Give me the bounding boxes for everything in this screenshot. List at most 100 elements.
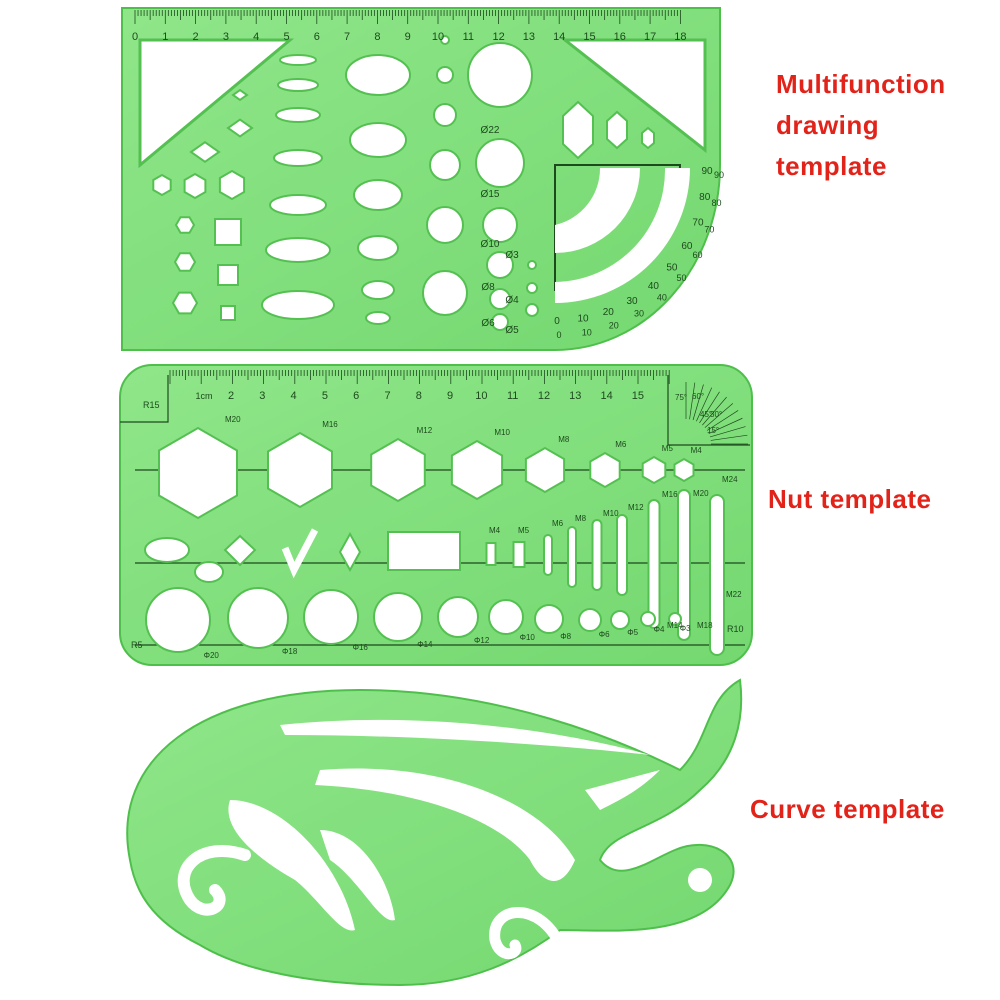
- protractor-label: 20: [609, 320, 619, 330]
- circle-size-label: Ø22: [481, 125, 500, 136]
- ruler-number: 13: [523, 31, 535, 43]
- ruler-number: 10: [475, 390, 487, 402]
- slot-size-label: M8: [575, 514, 587, 523]
- angle-label: 75°: [675, 393, 687, 402]
- curve-template: [126, 678, 743, 987]
- ruler-number: 11: [507, 390, 518, 402]
- hex-size-label: M12: [417, 426, 433, 435]
- protractor-label: 70: [704, 225, 714, 235]
- oval-cutout: [277, 78, 319, 92]
- slot-size-label: M24: [722, 475, 738, 484]
- oval-cutout: [261, 290, 335, 320]
- circle-cutout: [534, 604, 564, 634]
- ruler-number: 14: [553, 31, 565, 43]
- circle-cutout: [475, 138, 525, 188]
- slot-size-label: M18: [697, 621, 713, 630]
- diamond-cutout: [223, 534, 257, 567]
- caption-line: drawing: [776, 110, 880, 140]
- slot-cutout: [677, 489, 691, 641]
- curve-slot-top: [280, 719, 650, 755]
- hex-nut-cutout: [589, 451, 621, 489]
- hexagon-cutout: [173, 252, 197, 272]
- hex-size-label: M4: [691, 446, 703, 455]
- rectangle-cutout: [387, 531, 461, 571]
- angle-tick: [708, 417, 743, 434]
- square-cutout: [220, 305, 236, 321]
- ruler-number: 7: [384, 390, 390, 402]
- ruler-number: 1: [162, 31, 168, 43]
- hex-nut-cutout: [158, 426, 238, 520]
- protractor-label: 30: [634, 309, 644, 319]
- ruler-number: 6: [353, 390, 359, 402]
- ruler-number: 3: [223, 31, 229, 43]
- caption-line: Multifunction: [776, 69, 946, 99]
- oval-cutout: [279, 54, 317, 66]
- diamond-cutout: [338, 531, 362, 573]
- protractor-label: 40: [657, 293, 667, 303]
- checkmark-cutout: [281, 528, 319, 579]
- circle-cutout: [429, 149, 461, 181]
- circle-size-label: Ø8: [481, 282, 495, 293]
- curve-template-body: [126, 678, 743, 987]
- slot-cutout: [591, 519, 603, 591]
- protractor-label: 60: [681, 241, 693, 252]
- angle-label: 45°: [700, 410, 712, 419]
- circle-cutout: [426, 206, 464, 244]
- circle-cutout: [440, 35, 450, 45]
- angle-tick: [699, 391, 720, 424]
- ruler-number: 2: [193, 31, 199, 43]
- hex-size-label: M8: [558, 435, 570, 444]
- ruler-number: 6: [314, 31, 320, 43]
- circle-size-label: Φ10: [520, 633, 536, 642]
- ruler-number: 14: [600, 390, 612, 402]
- protractor-label: 60: [693, 250, 703, 260]
- circle-cutout: [373, 592, 423, 642]
- angle-tick: [704, 403, 734, 428]
- slot-cutout: [512, 541, 526, 568]
- angle-tick: [710, 434, 748, 441]
- circle-size-label: Ø4: [505, 295, 519, 306]
- ruler-number: 3: [259, 390, 265, 402]
- angle-tick: [696, 387, 713, 422]
- curve-spiral-hole: [688, 868, 712, 892]
- circle-cutout: [145, 587, 211, 653]
- circle-size-label: Ø10: [481, 239, 500, 250]
- circle-cutout: [437, 596, 479, 638]
- angle-label: 30°: [710, 410, 722, 419]
- hex-nut-cutout: [524, 446, 566, 494]
- circle-size-label: Φ12: [474, 636, 490, 645]
- protractor-label: 30: [626, 296, 638, 307]
- multifunction-template-body: [121, 7, 721, 351]
- circle-cutout: [491, 313, 509, 331]
- ruler-number: 4: [291, 390, 297, 402]
- angle-tick: [702, 396, 727, 426]
- circle-cutout: [527, 260, 537, 270]
- circle-size-label: Φ16: [353, 643, 369, 652]
- caption-multifunction: Multifunction drawing template: [776, 64, 946, 187]
- protractor-label: 10: [582, 328, 592, 338]
- hex-size-label: M5: [662, 444, 674, 453]
- protractor-slot-inner: [555, 168, 640, 253]
- circle-cutout: [486, 251, 514, 279]
- angle-tick: [692, 384, 704, 421]
- oval-cutout: [345, 54, 411, 96]
- ruler-number: 0: [132, 31, 138, 43]
- corner-label: R15: [143, 400, 160, 410]
- caption-line: template: [776, 151, 887, 181]
- protractor-label: 50: [677, 273, 687, 283]
- circle-size-label: Ø3: [505, 250, 519, 261]
- hexagon-cutout: [174, 216, 196, 234]
- oval-cutout: [275, 107, 321, 123]
- circle-cutout: [303, 589, 359, 645]
- ruler-number: 9: [447, 390, 453, 402]
- triangle-cutout-right: [560, 38, 707, 154]
- circle-cutout: [640, 611, 656, 627]
- protractor-label: 0: [554, 316, 560, 327]
- slot-cutout: [543, 534, 553, 576]
- ruler-number: 10: [432, 31, 444, 43]
- slot-size-label: M16: [662, 490, 678, 499]
- hex-nut-cutout: [267, 431, 333, 509]
- slot-size-label: M10: [603, 509, 619, 518]
